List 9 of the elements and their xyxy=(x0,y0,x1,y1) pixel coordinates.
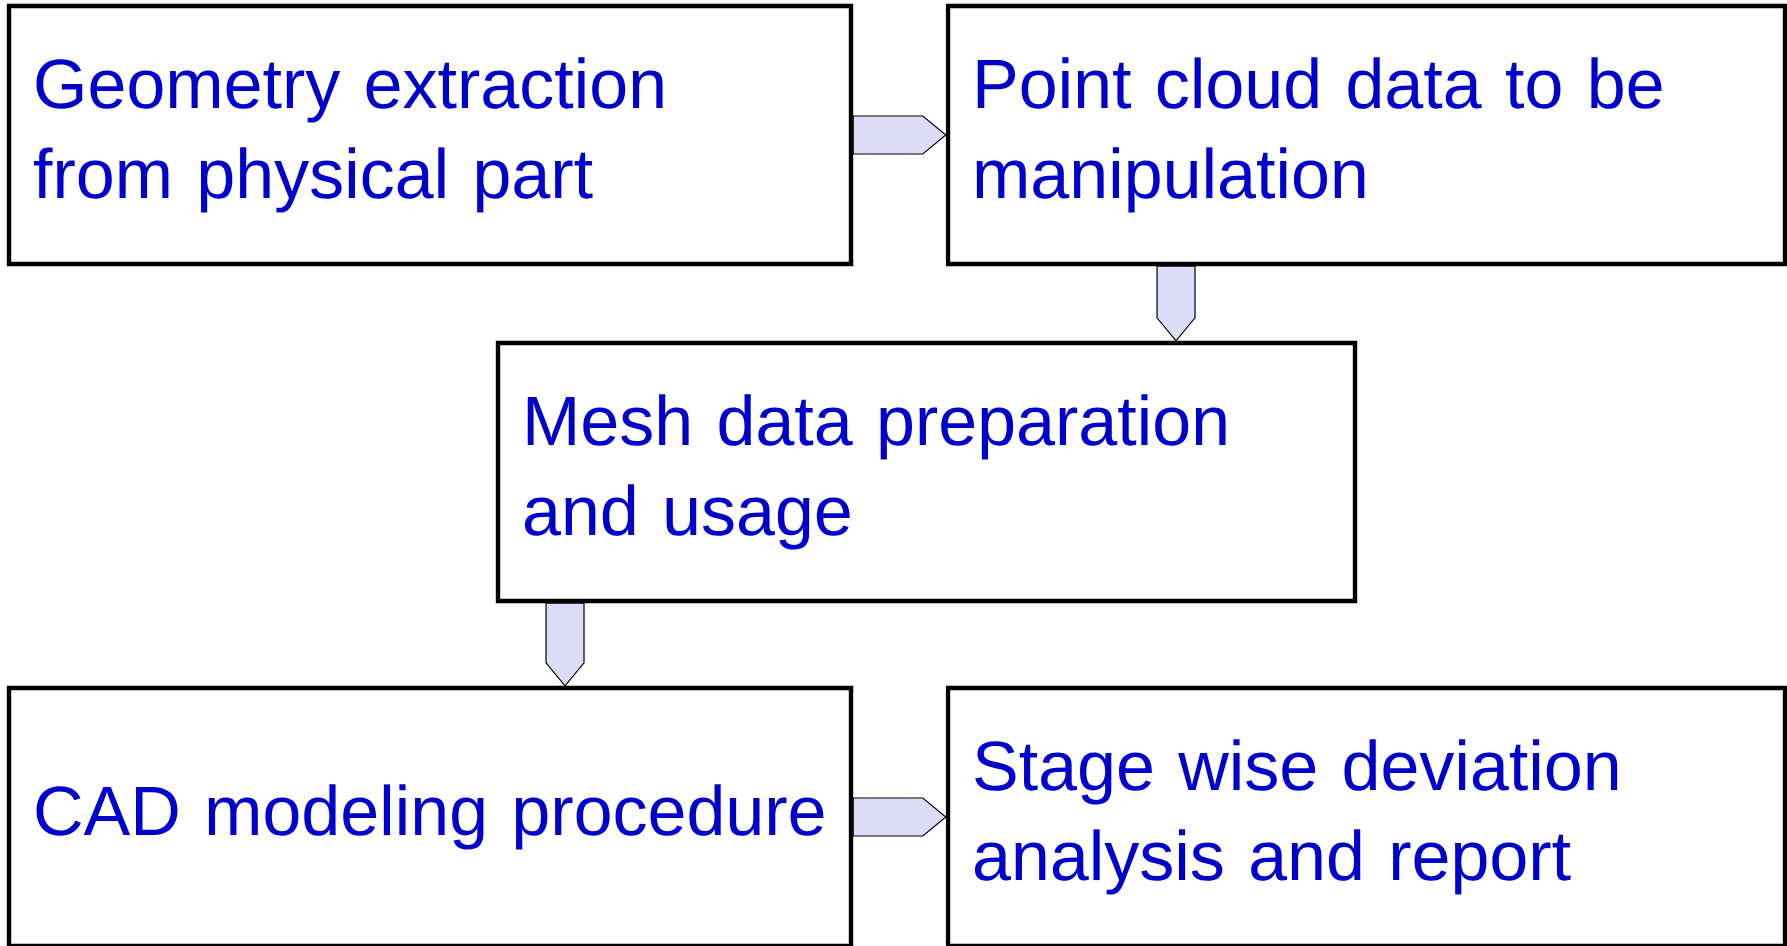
process-box: Point cloud data to be manipulation xyxy=(945,3,1787,267)
process-box: Mesh data preparation and usage xyxy=(495,340,1358,604)
process-box: Geometry extraction from physical part xyxy=(6,3,854,267)
process-box: CAD modeling procedure xyxy=(6,685,854,946)
block-arrow xyxy=(1156,265,1196,342)
process-box: Stage wise deviation analysis and report xyxy=(945,685,1787,946)
block-arrow xyxy=(545,602,585,687)
block-arrow xyxy=(852,115,947,155)
block-arrow xyxy=(852,797,947,837)
